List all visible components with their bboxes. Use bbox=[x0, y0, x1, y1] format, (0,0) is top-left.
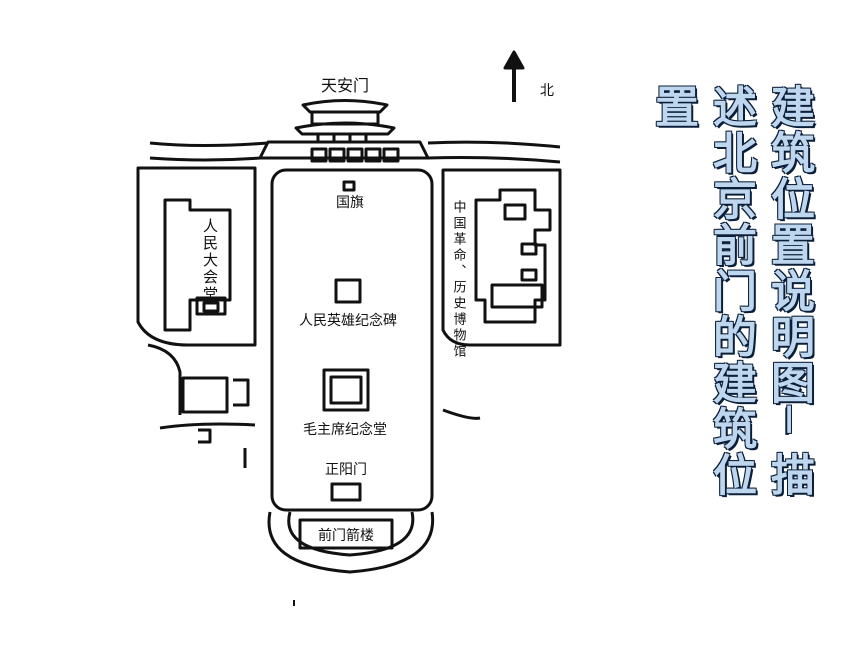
flag-icon bbox=[342, 180, 356, 192]
square-boundary bbox=[270, 168, 434, 512]
label-mausoleum: 毛主席纪念堂 bbox=[303, 421, 387, 438]
label-jianlou: 前门箭楼 bbox=[318, 527, 374, 544]
label-museum: 中国革命、历史博物馆 bbox=[451, 200, 467, 360]
label-flag: 国旗 bbox=[336, 195, 364, 211]
monument-icon bbox=[334, 278, 362, 304]
bridges-icon bbox=[310, 147, 400, 163]
museum-icon bbox=[474, 188, 552, 324]
north-arrow-icon bbox=[503, 50, 525, 102]
jianlou-oval bbox=[267, 511, 435, 574]
mausoleum-icon bbox=[322, 368, 370, 412]
east-block bbox=[441, 168, 562, 347]
label-great-hall: 人民大会堂 bbox=[201, 218, 219, 303]
changan-avenue bbox=[149, 141, 269, 147]
label-north: 北 bbox=[540, 83, 554, 99]
caption-column-3: 置 bbox=[647, 84, 698, 130]
caption-column-2: 述北京前门的建筑位 bbox=[705, 84, 756, 498]
zhengyangmen-icon bbox=[330, 482, 362, 502]
west-block bbox=[136, 166, 257, 347]
label-zhengyangmen: 正阳门 bbox=[325, 462, 367, 478]
great-hall-icon bbox=[163, 198, 232, 332]
label-monument: 人民英雄纪念碑 bbox=[299, 312, 397, 329]
caption-column-1: 建筑位置说明图─ 描 bbox=[763, 84, 814, 498]
label-tiananmen: 天安门 bbox=[321, 76, 369, 95]
